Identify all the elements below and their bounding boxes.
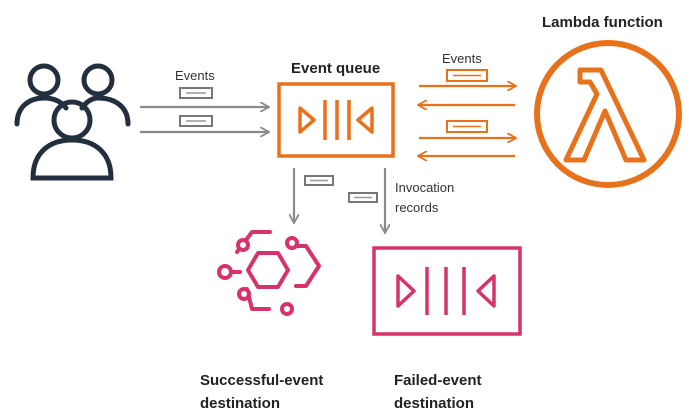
failed-event-destination-label-line1: Failed-event — [394, 372, 482, 389]
events-label-left: Events — [175, 68, 215, 83]
successful-event-destination-label-line2: destination — [200, 395, 280, 412]
invocation-record-icon — [348, 192, 378, 203]
lambda-function-icon — [534, 40, 682, 188]
event-queue-icon — [277, 82, 395, 158]
invocation-record-icon — [304, 175, 334, 186]
events-label-right: Events — [442, 51, 482, 66]
event-message-icon — [446, 120, 488, 133]
events-arrows-right — [419, 86, 515, 156]
event-message-icon — [446, 69, 488, 82]
invocation-records-label-line1: Invocation — [395, 180, 454, 195]
event-message-icon — [179, 115, 213, 127]
invocation-records-label-line2: records — [395, 200, 439, 215]
event-message-icon — [179, 87, 213, 99]
successful-event-destination-label-line1: Successful-event — [200, 372, 323, 389]
users-group-icon — [14, 63, 131, 181]
event-queue-label: Event queue — [291, 60, 380, 77]
failed-event-destination-label-line2: destination — [394, 395, 474, 412]
lambda-function-label: Lambda function — [542, 14, 663, 31]
events-arrows-left — [140, 107, 268, 132]
failed-queue-icon — [372, 246, 522, 336]
eventbridge-icon — [217, 230, 321, 316]
invocation-arrows — [294, 168, 385, 232]
